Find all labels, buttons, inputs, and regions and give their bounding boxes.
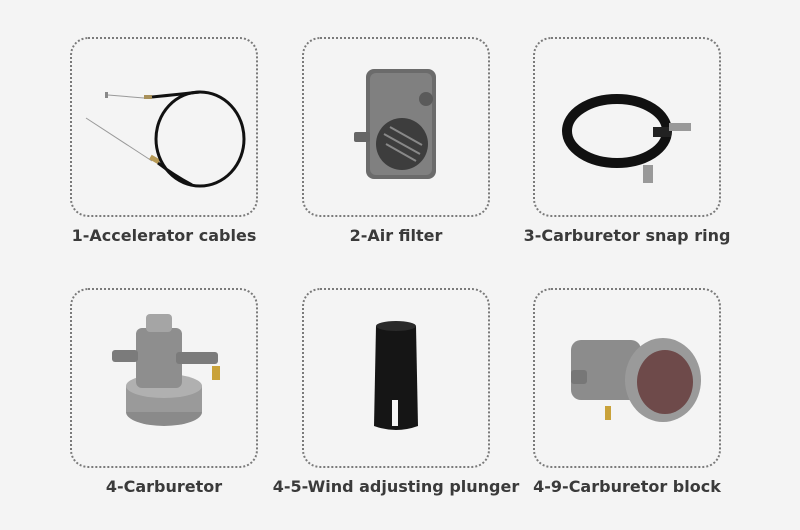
air-filter-image xyxy=(354,69,436,179)
carburetor-block-image xyxy=(571,338,701,422)
plunger-image xyxy=(374,321,418,430)
product-card-carburetor-snap-ring: 3-Carburetor snap ring xyxy=(524,37,730,244)
product-label: 4-9-Carburetor block xyxy=(533,477,721,496)
product-image-frame xyxy=(302,288,490,468)
product-card-carburetor: 4-Carburetor xyxy=(70,288,258,495)
product-label: 1-Accelerator cables xyxy=(71,226,257,245)
product-label: 3-Carburetor snap ring xyxy=(523,226,731,245)
accelerator-cable-image xyxy=(85,90,246,188)
product-label: 4-5-Wind adjusting plunger xyxy=(272,477,520,496)
product-card-air-filter: 2-Air filter xyxy=(302,37,490,244)
product-card-wind-adjusting-plunger: 4-5-Wind adjusting plunger xyxy=(273,288,519,495)
snap-ring-image xyxy=(562,94,691,183)
product-card-carburetor-block: 4-9-Carburetor block xyxy=(533,288,721,495)
product-image-frame xyxy=(70,288,258,468)
product-image-frame xyxy=(533,37,721,217)
product-label: 2-Air filter xyxy=(349,226,443,245)
product-image-frame xyxy=(533,288,721,468)
product-label: 4-Carburetor xyxy=(105,477,223,496)
product-card-accelerator-cables: 1-Accelerator cables xyxy=(70,37,258,244)
product-image-frame xyxy=(302,37,490,217)
carburetor-image xyxy=(112,314,220,426)
product-image-frame xyxy=(70,37,258,217)
